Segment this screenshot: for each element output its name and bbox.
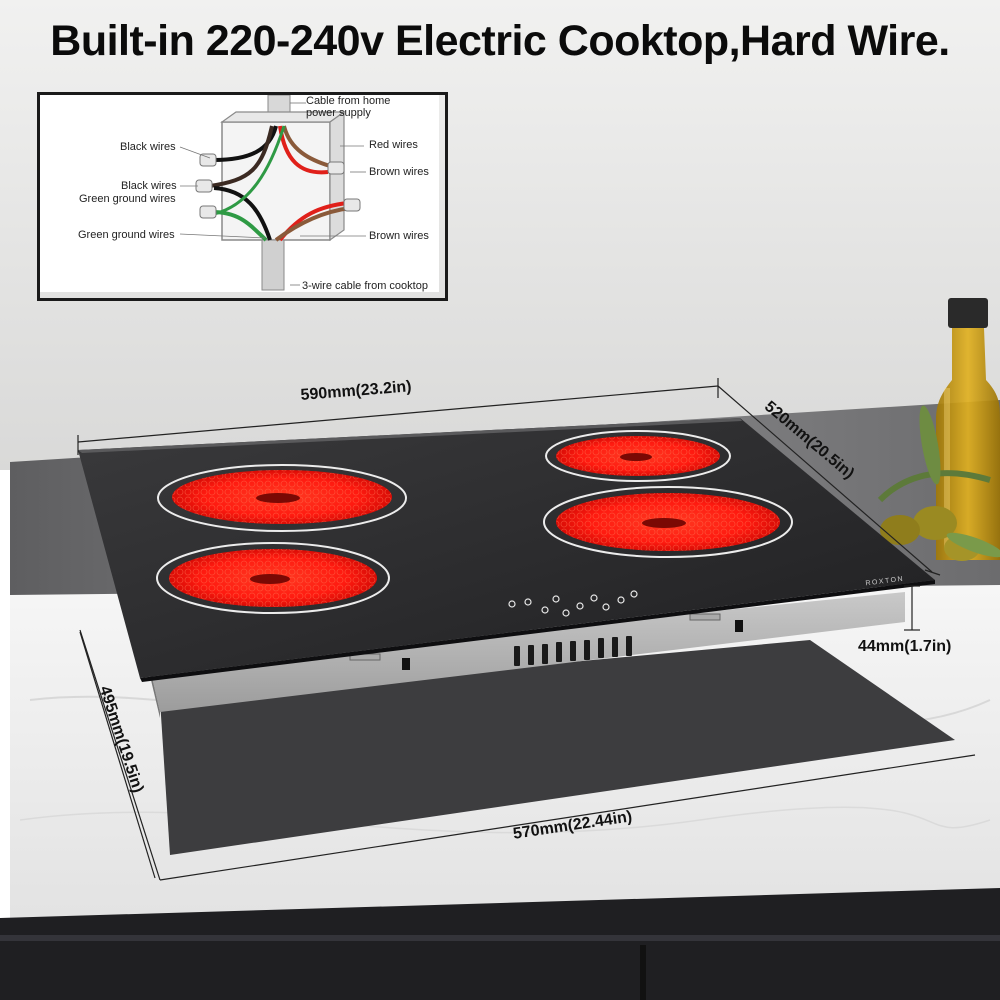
label-green-ground-upper: Green ground wires	[79, 193, 176, 205]
olive-oil-bottle	[936, 298, 1000, 560]
burner-rear-left	[157, 464, 407, 532]
vent-slots	[514, 636, 632, 666]
cabinet-base	[0, 888, 1000, 1000]
cooktop-body	[150, 592, 905, 712]
dimension-lines	[77, 378, 941, 631]
label-black-wires-top: Black wires	[120, 141, 176, 153]
label-brown-wires-lower: Brown wires	[369, 230, 429, 242]
wiring-diagram	[40, 94, 439, 292]
dimension-height: 44mm(1.7in)	[858, 638, 952, 655]
counter-cutout	[160, 640, 955, 855]
touch-controls	[508, 590, 638, 617]
headline: Built-in 220-240v Electric Cooktop,Hard …	[50, 17, 950, 65]
burner-rear-right	[545, 430, 731, 482]
wiring-diagram-box	[37, 92, 448, 301]
label-brown-wires-upper: Brown wires	[369, 166, 429, 178]
olives	[877, 405, 1000, 561]
label-cable-from-home-line1: Cable from home	[306, 95, 391, 107]
burner-front-left	[156, 542, 390, 614]
brand-mark: ROXTON	[865, 576, 904, 588]
label-green-ground-lower: Green ground wires	[78, 229, 175, 241]
label-red-wires: Red wires	[369, 139, 418, 151]
label-black-wires-mid: Black wires	[121, 180, 177, 192]
label-cable-from-home-line2: power supply	[306, 107, 371, 119]
label-cable-from-cooktop: 3-wire cable from cooktop	[302, 280, 428, 292]
burner-front-right	[543, 486, 793, 558]
